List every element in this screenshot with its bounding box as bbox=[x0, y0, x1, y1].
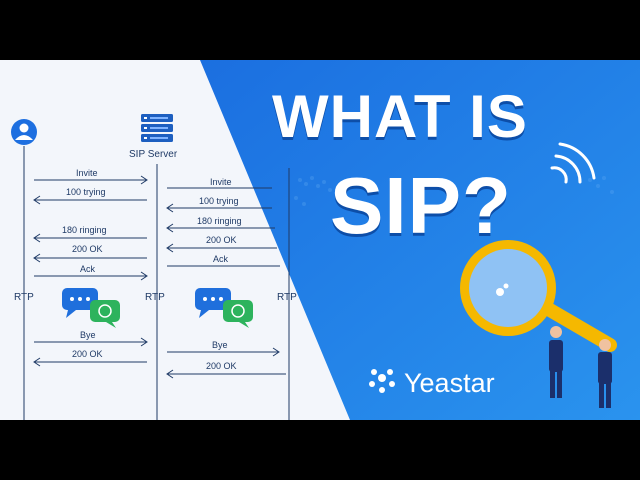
brand-name: Yeastar bbox=[404, 368, 495, 398]
left-msg-ack: Ack bbox=[80, 264, 96, 274]
sip-server-label: SIP Server bbox=[129, 149, 178, 160]
left-msg-180-ringing: 180 ringing bbox=[62, 225, 107, 235]
rtp-label-mid: RTP bbox=[145, 292, 165, 303]
right-msg-200-ok: 200 OK bbox=[206, 235, 237, 245]
background-art bbox=[11, 60, 640, 420]
server-icon bbox=[141, 114, 173, 142]
right-msg-100-trying: 100 trying bbox=[199, 196, 239, 206]
signal-icon bbox=[550, 142, 596, 184]
rtp-label-left: RTP bbox=[14, 292, 34, 303]
world-map-pattern bbox=[294, 176, 614, 206]
lifelines bbox=[23, 146, 290, 420]
user-icon bbox=[11, 119, 37, 145]
right-msg-ack: Ack bbox=[213, 254, 229, 264]
chat-icon-left bbox=[62, 288, 98, 318]
left-msg-200-ok-2: 200 OK bbox=[72, 349, 103, 359]
left-arrows bbox=[33, 175, 148, 367]
chat-icon-right bbox=[195, 288, 231, 318]
left-msg-invite: Invite bbox=[76, 168, 98, 178]
right-msg-bye: Bye bbox=[212, 340, 228, 350]
left-msg-200-ok: 200 OK bbox=[72, 244, 103, 254]
right-arrows bbox=[166, 187, 286, 379]
right-msg-invite: Invite bbox=[210, 177, 232, 187]
yeastar-logo-icon bbox=[369, 369, 395, 393]
rtp-label-right: RTP bbox=[277, 292, 297, 303]
phone-chat-icon-right bbox=[223, 300, 253, 328]
people-illustration bbox=[549, 326, 612, 408]
headline-line1: WHAT IS bbox=[272, 83, 528, 150]
left-msg-100-trying: 100 trying bbox=[66, 187, 106, 197]
right-msg-200-ok-2: 200 OK bbox=[206, 361, 237, 371]
thumbnail: SIP Server Invite 100 trying 180 ringing… bbox=[0, 60, 640, 420]
left-msg-bye: Bye bbox=[80, 330, 96, 340]
phone-chat-icon-left bbox=[90, 300, 120, 328]
right-msg-180-ringing: 180 ringing bbox=[197, 216, 242, 226]
headline-line2: SIP? bbox=[330, 161, 512, 250]
magnifying-glass-icon bbox=[460, 240, 617, 352]
